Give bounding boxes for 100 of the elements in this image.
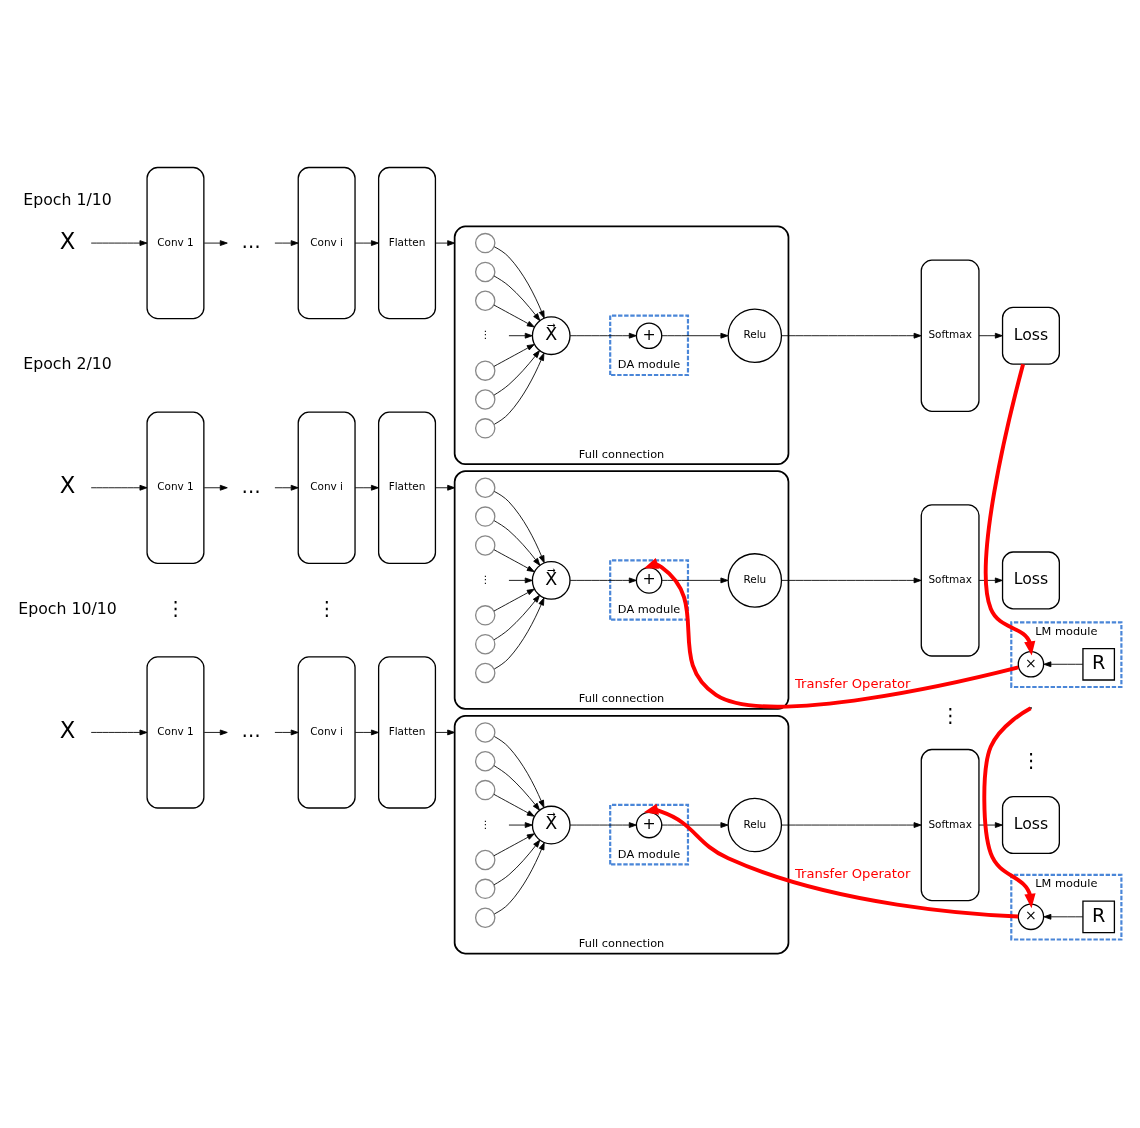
node-box: Softmax [920, 259, 980, 412]
arrow [90, 484, 148, 491]
node-circle [474, 751, 496, 772]
node-circle [474, 261, 496, 283]
node-text: … [241, 474, 261, 498]
arrow [274, 484, 299, 491]
edge-label: Transfer Operator [794, 865, 911, 881]
node-circle: Relu [727, 308, 783, 363]
arrow [435, 484, 456, 491]
label: Epoch 1/10 [23, 189, 112, 209]
label: ⋮ [317, 596, 337, 620]
node-box: Loss [1001, 796, 1060, 855]
arrow [781, 822, 922, 828]
arrow [569, 822, 637, 828]
arrow [493, 793, 535, 817]
arrow [508, 822, 533, 828]
node-box: Softmax [920, 748, 980, 902]
node-text: … [241, 719, 261, 743]
node-circle: X⃗ [531, 316, 571, 356]
label: Epoch 2/10 [23, 354, 112, 374]
node-text: ⋮ [480, 573, 491, 586]
node-text: ⋮ [480, 328, 491, 341]
node-circle [474, 290, 496, 312]
node-box: Loss [1001, 551, 1060, 610]
arrow [493, 520, 541, 566]
arrow [493, 765, 540, 811]
node-circle: X⃗ [531, 805, 571, 845]
node-text: … [241, 229, 261, 253]
arrow [494, 352, 545, 425]
arrow [354, 240, 379, 246]
node-box: Flatten [377, 411, 437, 564]
arrow [569, 332, 637, 339]
node-circle [474, 633, 496, 655]
node-circle [474, 360, 496, 381]
arrow [493, 549, 535, 573]
node-circle [474, 722, 496, 743]
arrow [435, 240, 456, 246]
arrow [494, 246, 545, 319]
arrow [493, 588, 535, 612]
node-box: Loss [1001, 306, 1060, 365]
arrow [781, 332, 922, 339]
node-circle: + [635, 322, 663, 350]
node-circle [474, 849, 496, 871]
arrow [435, 729, 456, 736]
node-box: Flatten [377, 166, 437, 320]
arrow [978, 822, 1003, 828]
arrow [494, 842, 545, 915]
label: ⋮ [165, 596, 186, 620]
arrow [493, 833, 535, 857]
node-box: Conv i [297, 166, 356, 320]
arrow [569, 577, 637, 584]
edge-label: Transfer Operator [794, 675, 911, 691]
node-circle [474, 389, 496, 410]
arrow [354, 729, 379, 736]
node-text: X [59, 227, 76, 254]
arrow [90, 729, 148, 736]
node-circle [474, 477, 496, 499]
node-circle [474, 907, 496, 928]
arrow [644, 558, 1019, 709]
node-box: R [1082, 900, 1116, 934]
node-box: Softmax [920, 504, 980, 657]
node-text: ⋮ [480, 817, 491, 830]
node-box: Conv i [297, 411, 356, 564]
arrow [983, 363, 1036, 656]
node-circle [474, 535, 496, 556]
arrow [493, 350, 540, 396]
node-circle [474, 506, 496, 527]
arrow [508, 577, 533, 584]
arrow [643, 803, 1019, 919]
arrow [494, 736, 545, 808]
arrow [493, 594, 540, 641]
node-circle: × [1017, 650, 1045, 678]
node-circle [474, 605, 496, 626]
node-circle [474, 418, 496, 439]
arrow [493, 839, 541, 886]
arrow [508, 332, 533, 339]
arrow [1043, 661, 1084, 668]
node-circle [474, 662, 496, 684]
node-box: Conv 1 [146, 166, 205, 320]
node-box: Conv 1 [146, 411, 205, 564]
node-circle [474, 878, 496, 900]
arrow [274, 240, 299, 246]
arrow [982, 706, 1036, 909]
node-text: X [59, 716, 76, 743]
node-circle: + [635, 811, 663, 839]
arrow [978, 332, 1003, 339]
node-circle: X⃗ [531, 560, 571, 600]
arrow [493, 344, 535, 367]
node-circle: + [635, 567, 663, 594]
node-circle [474, 232, 496, 254]
arrow [203, 484, 228, 491]
arrow [494, 597, 545, 670]
arrow [661, 822, 729, 828]
arrow [781, 577, 922, 584]
arrow [90, 240, 148, 246]
arrow [661, 577, 729, 584]
arrow [1043, 913, 1084, 920]
label: Epoch 10/10 [18, 598, 117, 618]
arrow [661, 332, 729, 339]
label: ⋮ [940, 703, 960, 727]
